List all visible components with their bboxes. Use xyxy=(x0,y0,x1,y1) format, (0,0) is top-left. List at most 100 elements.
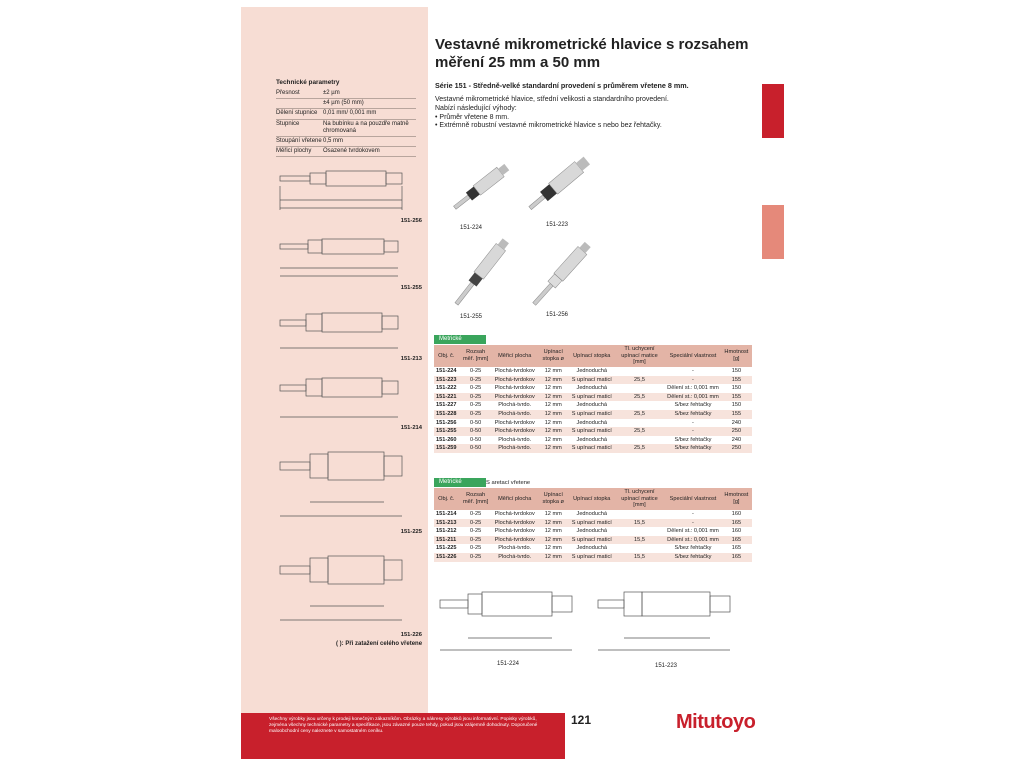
order-number-cell: 151-225 xyxy=(436,545,457,552)
table-cell: 25,5 xyxy=(613,392,666,402)
table-cell: 0-50 xyxy=(458,444,493,454)
table-cell: Plochá-tvrdokov xyxy=(494,385,535,392)
table-cell: 12 mm xyxy=(536,553,570,562)
table-cell: 165 xyxy=(720,553,752,562)
order-number-cell: 151-211 xyxy=(434,535,459,545)
table-cell: 165 xyxy=(720,518,752,528)
table-cell: Jednoduchá xyxy=(576,511,607,518)
order-number-cell: 151-260 xyxy=(436,436,457,443)
table-cell: 0-25 xyxy=(470,511,482,518)
table-cell: Plochá-tvrdokov xyxy=(494,511,535,518)
table-cell: 155 xyxy=(720,375,752,385)
table-cell: Plochá-tvrdo. xyxy=(498,436,532,443)
table-cell: 0-25 xyxy=(470,385,482,392)
table-cell: - xyxy=(665,518,721,528)
table-cell: Jednoduchá xyxy=(576,368,607,375)
table-cell: Plochá-tvrdokov xyxy=(492,375,537,385)
product-image-151-255 xyxy=(438,228,528,318)
table-cell: 0-25 xyxy=(470,528,482,535)
table-header-row: Obj. č. Rozsah měř. [mm] Měřicí plocha U… xyxy=(434,345,752,368)
table-cell: 12 mm xyxy=(536,410,570,419)
table-cell xyxy=(614,401,665,410)
table-cell: 12 mm xyxy=(544,402,562,409)
order-number-cell: 151-228 xyxy=(434,410,459,419)
caption-151-213: 151-213 xyxy=(400,356,422,362)
order-number-cell: 151-227 xyxy=(436,402,457,409)
table-cell: 0-25 xyxy=(470,402,482,409)
table-cell: S upínací maticí xyxy=(569,518,614,528)
order-number-cell: 151-222 xyxy=(436,385,457,392)
drawing-151-224 xyxy=(436,578,586,658)
order-number-cell: 151-213 xyxy=(434,518,459,528)
table-cell: Plochá-tvrdokov xyxy=(494,419,535,426)
caption-151-255: 151-255 xyxy=(400,285,422,291)
caption-151-214: 151-214 xyxy=(400,425,422,431)
table-cell: 0-25 xyxy=(458,535,493,545)
table-cell: Dělení st.: 0,001 mm xyxy=(667,385,719,392)
table-cell: S/bez řehtačky xyxy=(674,545,712,552)
caption-151-226: 151-226 xyxy=(400,632,422,638)
technical-parameters: Technické parametry Přesnost±2 µm ±4 µm … xyxy=(276,79,416,158)
left-column-background xyxy=(241,7,428,713)
table-cell: S/bez řehtačky xyxy=(665,553,721,562)
table-cell: 0-25 xyxy=(458,392,493,402)
page-title: Vestavné mikrometrické hlavice s rozsahe… xyxy=(435,36,749,72)
table-cell: 250 xyxy=(720,444,752,454)
page-number: 121 xyxy=(571,713,592,727)
footer-disclaimer: Všechny výrobky jsou určeny k prodeji ko… xyxy=(241,713,565,759)
table-cell: 12 mm xyxy=(536,444,570,454)
caption-151-224: 151-224 xyxy=(497,661,520,667)
table-cell: 15,5 xyxy=(613,535,666,545)
product-label-151-224: 151-224 xyxy=(460,225,483,231)
table-cell: 165 xyxy=(720,535,752,545)
order-number-cell: 151-226 xyxy=(434,553,459,562)
chapter-tab-salmon xyxy=(762,205,784,259)
table-cell: Plochá-tvrdo. xyxy=(498,402,532,409)
mitutoyo-logo: Mitutoyo xyxy=(676,711,756,733)
table1-tag: Metrické xyxy=(434,335,486,344)
table-cell: 155 xyxy=(720,410,752,419)
table-cell: S upínací maticí xyxy=(569,410,614,419)
table-cell: 25,5 xyxy=(613,444,666,454)
table-cell: 250 xyxy=(720,427,752,436)
order-number-cell: 151-223 xyxy=(434,375,459,385)
table-cell: Plochá-tvrdokov xyxy=(492,518,537,528)
product-label-151-255: 151-255 xyxy=(460,314,483,320)
drawing-151-214 xyxy=(272,365,422,425)
table-cell: - xyxy=(665,427,721,436)
table-cell: 15,5 xyxy=(613,518,666,528)
table-cell: Jednoduchá xyxy=(576,419,607,426)
table-cell: 0-25 xyxy=(458,518,493,528)
table-cell: 160 xyxy=(731,528,742,535)
table-cell: S/bez řehtačky xyxy=(665,410,721,419)
order-number-cell: 151-224 xyxy=(436,368,457,375)
drawing-151-255 xyxy=(272,228,422,283)
product-label-151-256: 151-256 xyxy=(546,312,569,318)
table-cell: 0-25 xyxy=(458,375,493,385)
order-number-cell: 151-255 xyxy=(434,427,459,436)
drawing-151-213 xyxy=(272,296,422,356)
table-cell: Plochá-tvrdokov xyxy=(494,368,535,375)
table-cell: 12 mm xyxy=(544,419,562,426)
product-image-151-256 xyxy=(518,232,608,317)
table-cell: 160 xyxy=(731,511,742,518)
order-number-cell: 151-256 xyxy=(436,419,457,426)
order-number-cell: 151-221 xyxy=(434,392,459,402)
table-cell xyxy=(614,544,665,553)
caption-151-225: 151-225 xyxy=(400,529,422,535)
table-cell xyxy=(614,419,665,428)
table-cell: 12 mm xyxy=(536,375,570,385)
table-cell: 12 mm xyxy=(536,392,570,402)
spec-row: Přesnost±2 µm xyxy=(276,89,416,100)
table2-subtitle: S aretací vřetene xyxy=(486,480,531,486)
table-cell: Plochá-tvrdo. xyxy=(498,545,532,552)
